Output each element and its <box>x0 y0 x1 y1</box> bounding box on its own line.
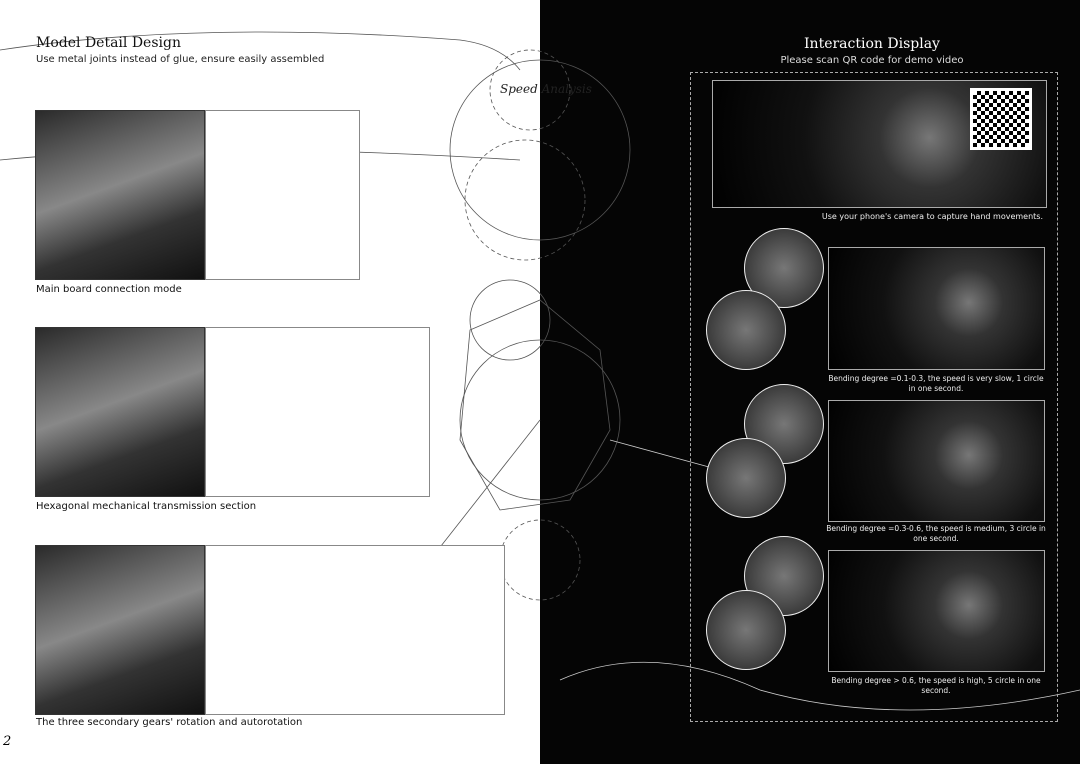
page-title: Model Detail Design <box>36 35 181 51</box>
state-photo <box>828 247 1045 370</box>
main-board-drawing <box>205 110 360 280</box>
gears-photo <box>35 545 205 715</box>
hand-half-circle <box>706 438 786 518</box>
section-caption: Main board connection mode <box>36 284 182 295</box>
interaction-frame <box>690 72 1058 722</box>
hexagonal-photo <box>35 327 205 497</box>
state-photo <box>828 550 1045 672</box>
state-caption: Bending degree =0.3-0.6, the speed is me… <box>826 524 1046 543</box>
section-caption: The three secondary gears' rotation and … <box>36 717 303 728</box>
main-board-photo <box>35 110 205 280</box>
speed-analysis-label: Speed Analysis <box>500 82 592 96</box>
interaction-subtitle: Please scan QR code for demo video <box>780 55 964 66</box>
gears-drawing <box>205 545 505 715</box>
page-number: 2 <box>3 734 12 749</box>
state-caption: Bending degree =0.1-0.3, the speed is ve… <box>828 374 1044 393</box>
interaction-title: Interaction Display <box>804 36 940 52</box>
hand-open-circle <box>706 290 786 370</box>
section-caption: Hexagonal mechanical transmission sectio… <box>36 501 257 512</box>
qr-code[interactable] <box>970 88 1032 150</box>
hexagonal-drawing <box>205 327 430 497</box>
state-photo <box>828 400 1045 522</box>
page-subtitle: Use metal joints instead of glue, ensure… <box>36 54 325 65</box>
intro-caption: Use your phone's camera to capture hand … <box>821 212 1043 221</box>
state-caption: Bending degree > 0.6, the speed is high,… <box>831 676 1041 695</box>
hand-fist-circle <box>706 590 786 670</box>
